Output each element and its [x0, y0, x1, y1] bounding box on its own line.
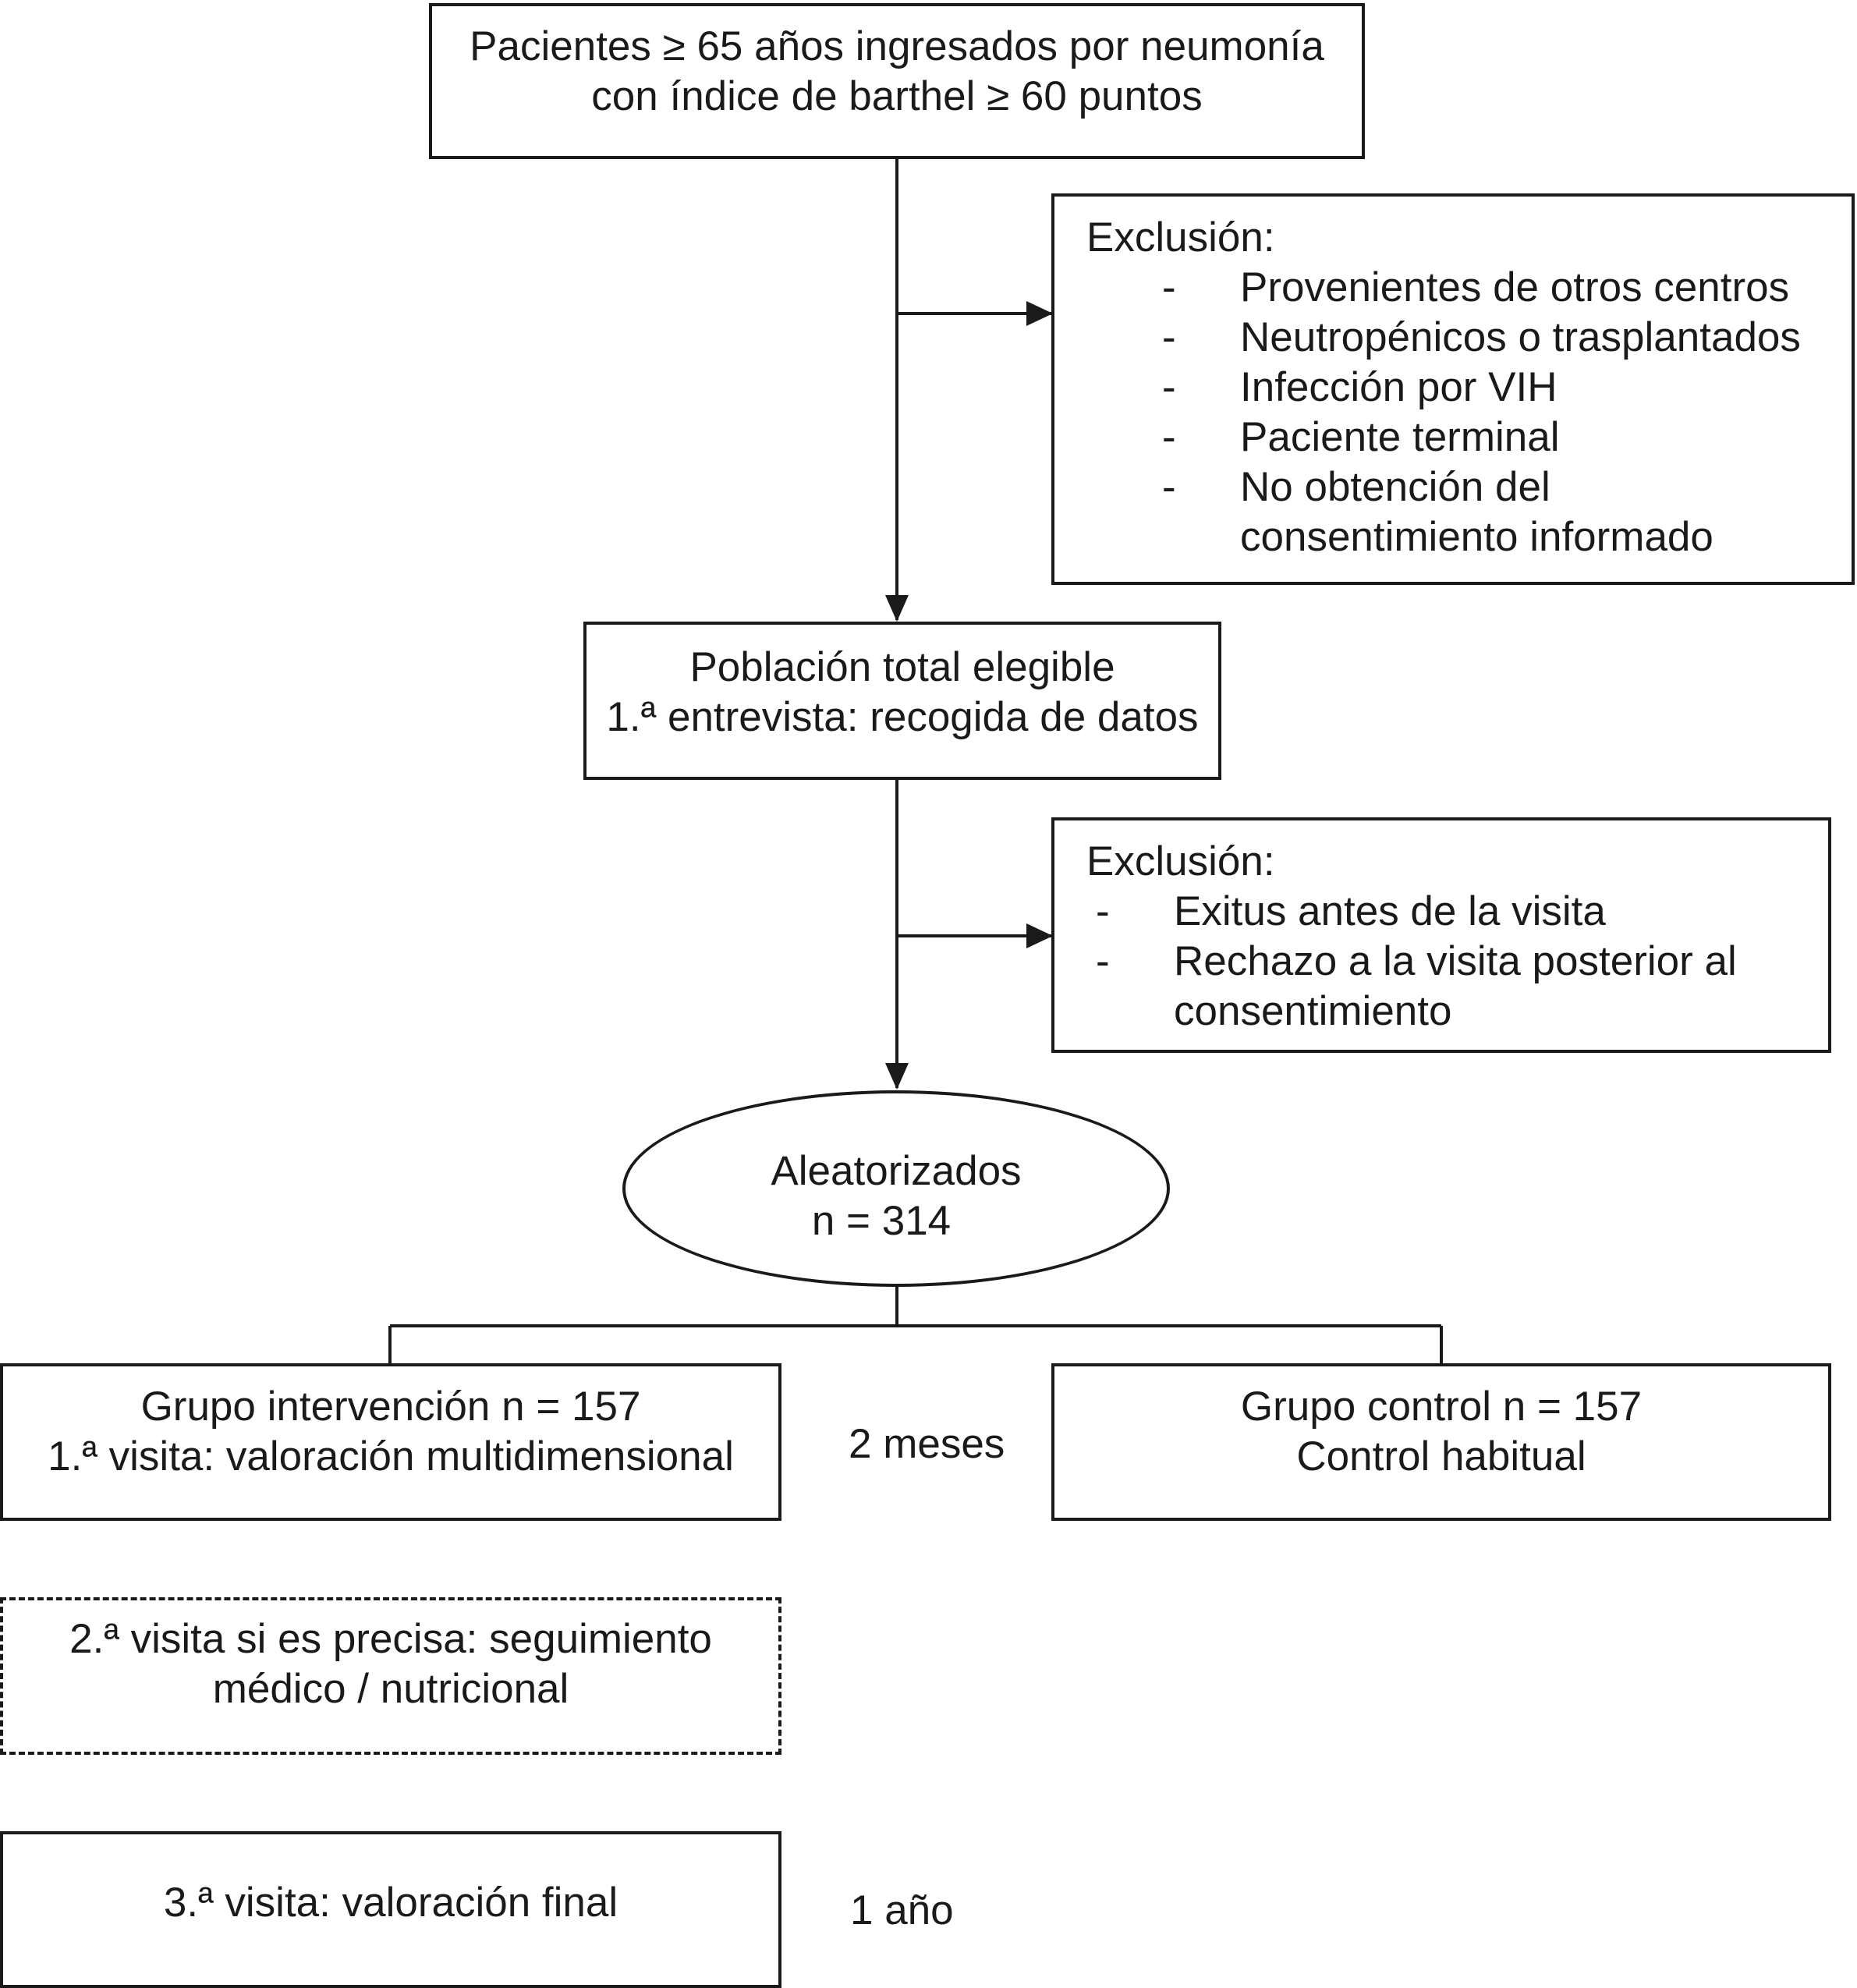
- exclusion1-item: No obtención del: [1240, 464, 1550, 510]
- arrowhead-down-2: [885, 1063, 909, 1090]
- exclusion1-item-continued: consentimiento informado: [1240, 514, 1713, 560]
- exclusion1-title: Exclusión:: [1086, 214, 1275, 260]
- arrowhead-down-1: [885, 595, 909, 622]
- exclusion2-item-continued: consentimiento: [1174, 988, 1452, 1034]
- intervention-text-line2: 1.ª visita: valoración multidimensional: [48, 1433, 734, 1479]
- exclusion1-item: Infección por VIH: [1240, 364, 1558, 410]
- randomized-text-line2: n = 314: [811, 1198, 952, 1244]
- exclusion2-item: Exitus antes de la visita: [1174, 888, 1606, 934]
- exclusion1-bullet: -: [1162, 414, 1176, 460]
- control-text-line1: Grupo control n = 157: [1240, 1384, 1643, 1430]
- visit3-text: 3.ª visita: valoración final: [163, 1880, 618, 1926]
- visit2-text-line2: médico / nutricional: [212, 1666, 569, 1712]
- start-text-line1: Pacientes ≥ 65 años ingresados por neumo…: [470, 23, 1324, 69]
- visit2-box-dashed: [0, 1597, 781, 1755]
- exclusion1-item: Neutropénicos o trasplantados: [1240, 314, 1801, 360]
- time-label-2-months: 2 meses: [849, 1421, 1005, 1467]
- exclusion-box-2: [1051, 817, 1831, 1053]
- randomized-ellipse: [622, 1090, 1170, 1287]
- visit3-box: [0, 1831, 781, 1988]
- exclusion1-item: Provenientes de otros centros: [1240, 264, 1790, 310]
- arrowhead-right-1: [1026, 301, 1053, 326]
- control-box: [1051, 1363, 1831, 1521]
- randomized-text-line1: Aleatorizados: [771, 1148, 1022, 1194]
- intervention-text-line1: Grupo intervención n = 157: [140, 1384, 641, 1430]
- exclusion-box-1: [1051, 193, 1855, 585]
- start-box: [429, 3, 1365, 159]
- exclusion2-bullet: -: [1096, 938, 1110, 984]
- eligible-text-line1: Población total elegible: [689, 644, 1115, 690]
- control-text-line2: Control habitual: [1296, 1433, 1586, 1479]
- arrowhead-right-2: [1026, 923, 1053, 948]
- exclusion2-bullet: -: [1096, 888, 1110, 934]
- eligible-text-line2: 1.ª entrevista: recogida de datos: [606, 694, 1199, 740]
- exclusion1-bullet: -: [1162, 364, 1176, 410]
- visit2-text-line1: 2.ª visita si es precisa: seguimiento: [69, 1616, 712, 1662]
- exclusion2-item: Rechazo a la visita posterior al: [1174, 938, 1737, 984]
- exclusion1-bullet: -: [1162, 314, 1176, 360]
- start-text-line2: con índice de barthel ≥ 60 puntos: [591, 73, 1203, 119]
- exclusion1-bullet: -: [1162, 264, 1176, 310]
- time-label-1-year: 1 año: [850, 1887, 954, 1933]
- intervention-box: [0, 1363, 781, 1521]
- eligible-box: [583, 622, 1221, 780]
- exclusion1-bullet: -: [1162, 464, 1176, 510]
- exclusion1-item: Paciente terminal: [1240, 414, 1560, 460]
- exclusion2-title: Exclusión:: [1086, 838, 1275, 884]
